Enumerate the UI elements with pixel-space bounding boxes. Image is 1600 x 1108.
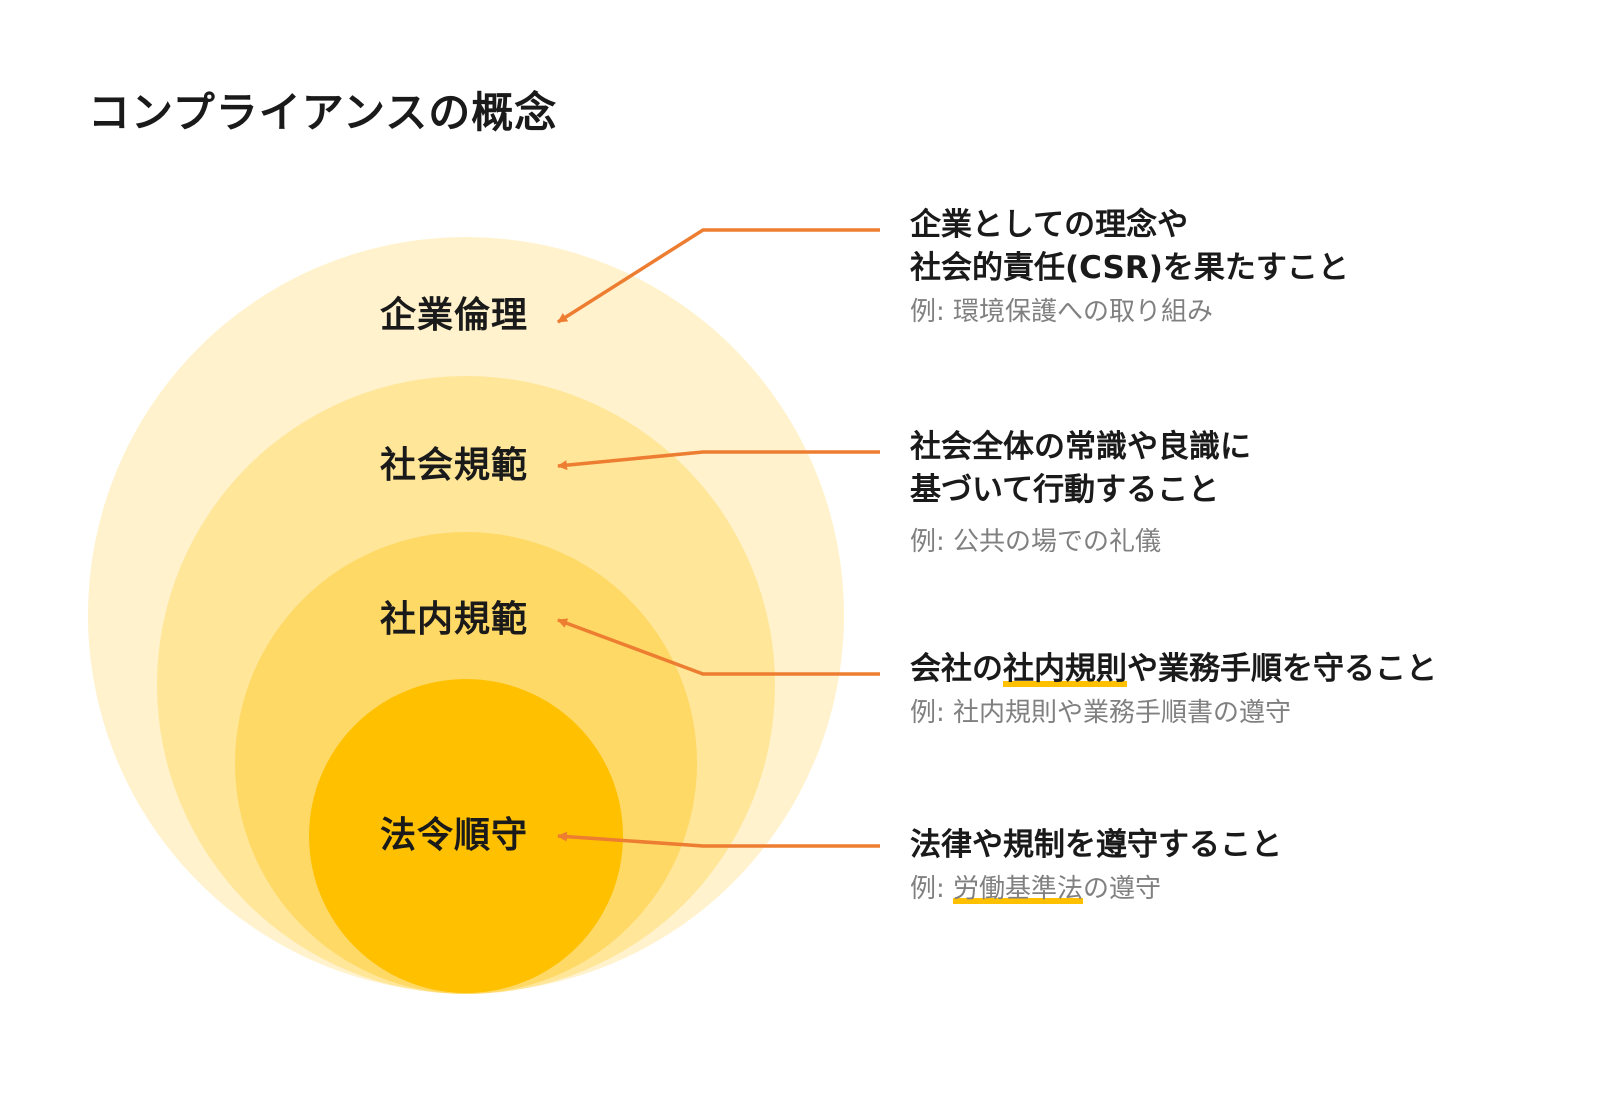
example-text: 例: 労働基準法の遵守 (910, 873, 1282, 907)
label-internal-rules: 社内規範 (380, 599, 529, 640)
inner-circle-legal-compliance (309, 679, 623, 993)
example-highlight: 労働基準法 (953, 874, 1084, 904)
example-prefix: 例: (910, 297, 954, 327)
description-line: 法律や規制を遵守すること (910, 827, 1282, 863)
arrow-internal-rules (557, 618, 880, 676)
label-corporate-ethics: 企業倫理 (380, 295, 529, 336)
example-rest: の遵守 (1083, 874, 1162, 904)
arrow-corporate-ethics (557, 228, 880, 324)
description-social-norms: 社会全体の常識や良識に 基づいて行動すること 例: 公共の場での礼儀 (910, 426, 1251, 560)
description-line: 社会的責任(CSR)を果たすこと (910, 250, 1349, 286)
example-rest: 社内規則や業務手順書の遵守 (953, 698, 1292, 728)
example-prefix: 例: (910, 874, 954, 904)
example-prefix: 例: (910, 527, 954, 557)
description-legal-compliance: 法律や規制を遵守すること 例: 労働基準法の遵守 (910, 824, 1282, 907)
description-internal-rules: 会社の社内規則や業務手順を守ること 例: 社内規則や業務手順書の遵守 (910, 648, 1437, 731)
arrow-legal-compliance (557, 831, 880, 848)
label-legal-compliance: 法令順守 (380, 815, 529, 856)
description-line: 社会全体の常識や良識に (910, 429, 1251, 465)
arrow-social-norms (557, 450, 880, 471)
description-line: 基づいて行動すること (910, 472, 1220, 508)
description-highlight: 社内規則 (1003, 651, 1127, 687)
example-text: 例: 公共の場での礼儀 (910, 526, 1251, 560)
description-line: 会社の社内規則や業務手順を守ること (910, 648, 1437, 691)
description-corporate-ethics: 企業としての理念や 社会的責任(CSR)を果たすこと 例: 環境保護への取り組み (910, 204, 1349, 330)
example-rest: 環境保護への取り組み (953, 297, 1214, 327)
description-line: 企業としての理念や (910, 207, 1189, 243)
description-post: や業務手順を守ること (1127, 651, 1437, 687)
label-social-norms: 社会規範 (380, 445, 529, 486)
page-title: コンプライアンスの概念 (88, 88, 558, 137)
example-rest: 公共の場での礼儀 (953, 527, 1162, 557)
example-text: 例: 環境保護への取り組み (910, 296, 1349, 330)
example-prefix: 例: (910, 698, 954, 728)
example-text: 例: 社内規則や業務手順書の遵守 (910, 697, 1437, 731)
description-pre: 会社の (910, 651, 1003, 687)
